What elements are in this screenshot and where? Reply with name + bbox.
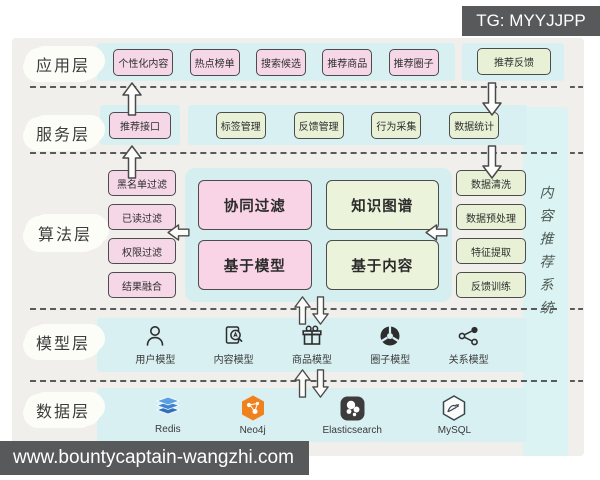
up-arrow-icon <box>122 82 142 116</box>
architecture-diagram: 内容推荐系统 应用层 个性化内容 热点榜单 搜索候选 推荐商品 推荐圈子 推荐反… <box>12 38 584 456</box>
data-item-label: Elasticsearch <box>322 424 382 436</box>
left-arrow-icon <box>167 224 190 241</box>
data-item-label: Redis <box>155 424 181 435</box>
down-arrow-icon <box>312 296 329 325</box>
algo-process-preprocessing: 数据预处理 <box>456 204 526 230</box>
user-icon <box>147 326 164 346</box>
separator-line-2 <box>30 152 557 154</box>
system-title: 内容推荐系统 <box>537 185 554 323</box>
algo-filter-permission: 权限过滤 <box>108 238 176 264</box>
model-item-circle: 圈子模型 <box>370 324 410 366</box>
algo-core-content-based: 基于内容 <box>325 240 439 290</box>
app-item-search-candidates: 搜索候选 <box>255 48 306 76</box>
algo-filter-read: 已读过滤 <box>108 204 176 230</box>
algorithm-core-panel: 协同过滤 知识图谱 基于模型 基于内容 <box>185 168 452 302</box>
data-item-label: Neo4j <box>239 425 266 436</box>
layer-label-data: 数据层 <box>25 394 101 426</box>
algo-core-knowledge-graph: 知识图谱 <box>325 180 439 230</box>
algo-filter-result-merge: 结果融合 <box>108 272 176 298</box>
service-item-feedback-mgmt: 反馈管理 <box>293 111 344 139</box>
separator-line-4 <box>30 380 557 382</box>
app-item-feedback: 推荐反馈 <box>477 48 551 75</box>
model-item-label: 商品模型 <box>291 355 332 366</box>
site-watermark-bar: www.bountycaptain-wangzhi.com <box>0 441 309 475</box>
separator-line-1-end <box>570 86 583 88</box>
model-item-label: 用户模型 <box>135 355 176 366</box>
separator-line-4-end <box>570 380 583 382</box>
left-arrow-icon <box>425 224 448 241</box>
separator-line-3-end <box>570 308 583 310</box>
model-item-relation: 关系模型 <box>449 324 489 366</box>
service-item-behavior-collect: 行为采集 <box>371 111 422 139</box>
algo-process-feedback-training: 反馈训练 <box>456 272 526 298</box>
separator-line-2-end <box>570 152 583 154</box>
down-arrow-icon <box>482 145 502 179</box>
service-item-tag-mgmt: 标签管理 <box>215 111 266 139</box>
app-item-hotlist: 热点榜单 <box>189 48 240 76</box>
layer-label-application: 应用层 <box>25 48 101 80</box>
data-item-redis: Redis <box>153 395 183 435</box>
app-item-recommended-circles: 推荐圈子 <box>388 48 439 76</box>
model-item-label: 关系模型 <box>448 355 489 366</box>
gift-icon <box>302 325 322 345</box>
content-doc-icon <box>225 326 243 344</box>
share-graph-icon <box>458 326 478 346</box>
up-arrow-icon <box>294 296 311 325</box>
neo4j-logo <box>241 395 264 421</box>
up-arrow-icon <box>122 145 142 179</box>
separator-line-3 <box>30 308 557 310</box>
data-item-elasticsearch: Elasticsearch <box>322 395 382 436</box>
model-item-content: 内容模型 <box>214 324 254 366</box>
system-title-strip: 内容推荐系统 <box>523 107 568 456</box>
down-arrow-icon <box>482 82 502 116</box>
service-item-data-stats: 数据统计 <box>449 111 500 139</box>
layer-label-model: 模型层 <box>25 326 101 358</box>
model-item-user: 用户模型 <box>135 324 175 366</box>
redis-logo <box>155 396 180 415</box>
mysql-logo <box>443 395 466 421</box>
elasticsearch-logo <box>340 396 365 420</box>
data-item-label: MySQL <box>437 425 472 436</box>
model-item-goods: 商品模型 <box>292 324 332 366</box>
algo-process-feature-extraction: 特征提取 <box>456 238 526 264</box>
algo-core-collaborative-filtering: 协同过滤 <box>198 180 312 230</box>
down-arrow-icon <box>312 369 329 398</box>
algo-core-model-based: 基于模型 <box>198 240 312 290</box>
model-item-label: 圈子模型 <box>370 355 411 366</box>
separator-line-1 <box>30 86 557 88</box>
model-item-label: 内容模型 <box>213 355 254 366</box>
data-item-mysql: MySQL <box>438 394 471 436</box>
algo-filter-blacklist: 黑名单过滤 <box>108 170 176 196</box>
up-arrow-icon <box>294 369 311 398</box>
app-item-personalized: 个性化内容 <box>113 48 174 76</box>
app-item-recommended-goods: 推荐商品 <box>322 48 373 76</box>
service-api: 推荐接口 <box>109 112 171 139</box>
tg-watermark-badge: TG: MYYJJPP <box>462 6 600 36</box>
layer-label-algorithm: 算法层 <box>25 216 105 250</box>
aperture-icon <box>380 326 400 346</box>
data-item-neo4j: Neo4j <box>239 394 267 436</box>
layer-label-service: 服务层 <box>25 117 101 149</box>
model-band <box>97 318 527 372</box>
